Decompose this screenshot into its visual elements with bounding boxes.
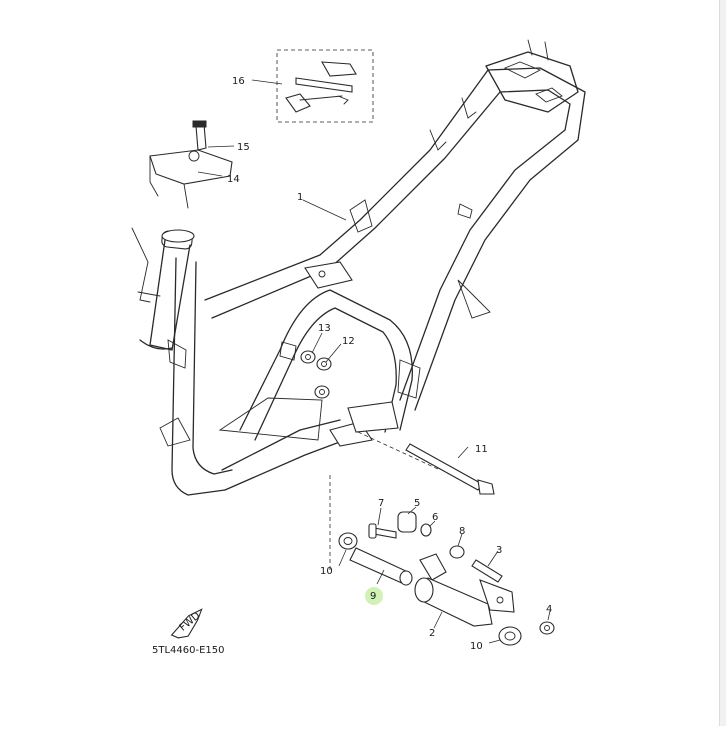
callout-10-right: 10 <box>470 641 483 652</box>
callout-3: 3 <box>496 545 502 556</box>
callout-10-left: 10 <box>320 566 333 577</box>
callout-2: 2 <box>429 628 435 639</box>
callout-6: 6 <box>432 512 438 523</box>
callout-16: 16 <box>232 76 245 87</box>
fwd-arrow-icon: FWD <box>170 608 203 639</box>
guide-line-bolt <box>357 431 441 471</box>
bracket-assembly <box>149 120 233 209</box>
callout-15: 15 <box>237 142 250 153</box>
callout-labels: 16 15 14 1 13 12 11 7 5 6 8 3 10 9 4 2 1… <box>227 76 552 652</box>
callout-9: 9 <box>370 591 376 602</box>
callout-11: 11 <box>475 444 488 455</box>
callout-1: 1 <box>297 192 303 203</box>
nut-group <box>300 350 332 399</box>
callout-7: 7 <box>378 498 384 509</box>
main-frame <box>131 39 586 496</box>
callout-4: 4 <box>546 604 552 615</box>
engine-mount-assembly <box>338 511 555 646</box>
long-bolt <box>405 443 495 495</box>
callout-14: 14 <box>227 174 240 185</box>
callout-12: 12 <box>342 336 355 347</box>
callout-highlight <box>365 587 383 605</box>
callout-13: 13 <box>318 323 331 334</box>
tool-kit <box>276 49 374 123</box>
leader-lines <box>197 79 551 644</box>
page-edge <box>719 0 726 726</box>
callout-8: 8 <box>459 526 465 537</box>
callout-5: 5 <box>414 498 420 509</box>
diagram-code: 5TL4460-E150 <box>152 645 225 656</box>
